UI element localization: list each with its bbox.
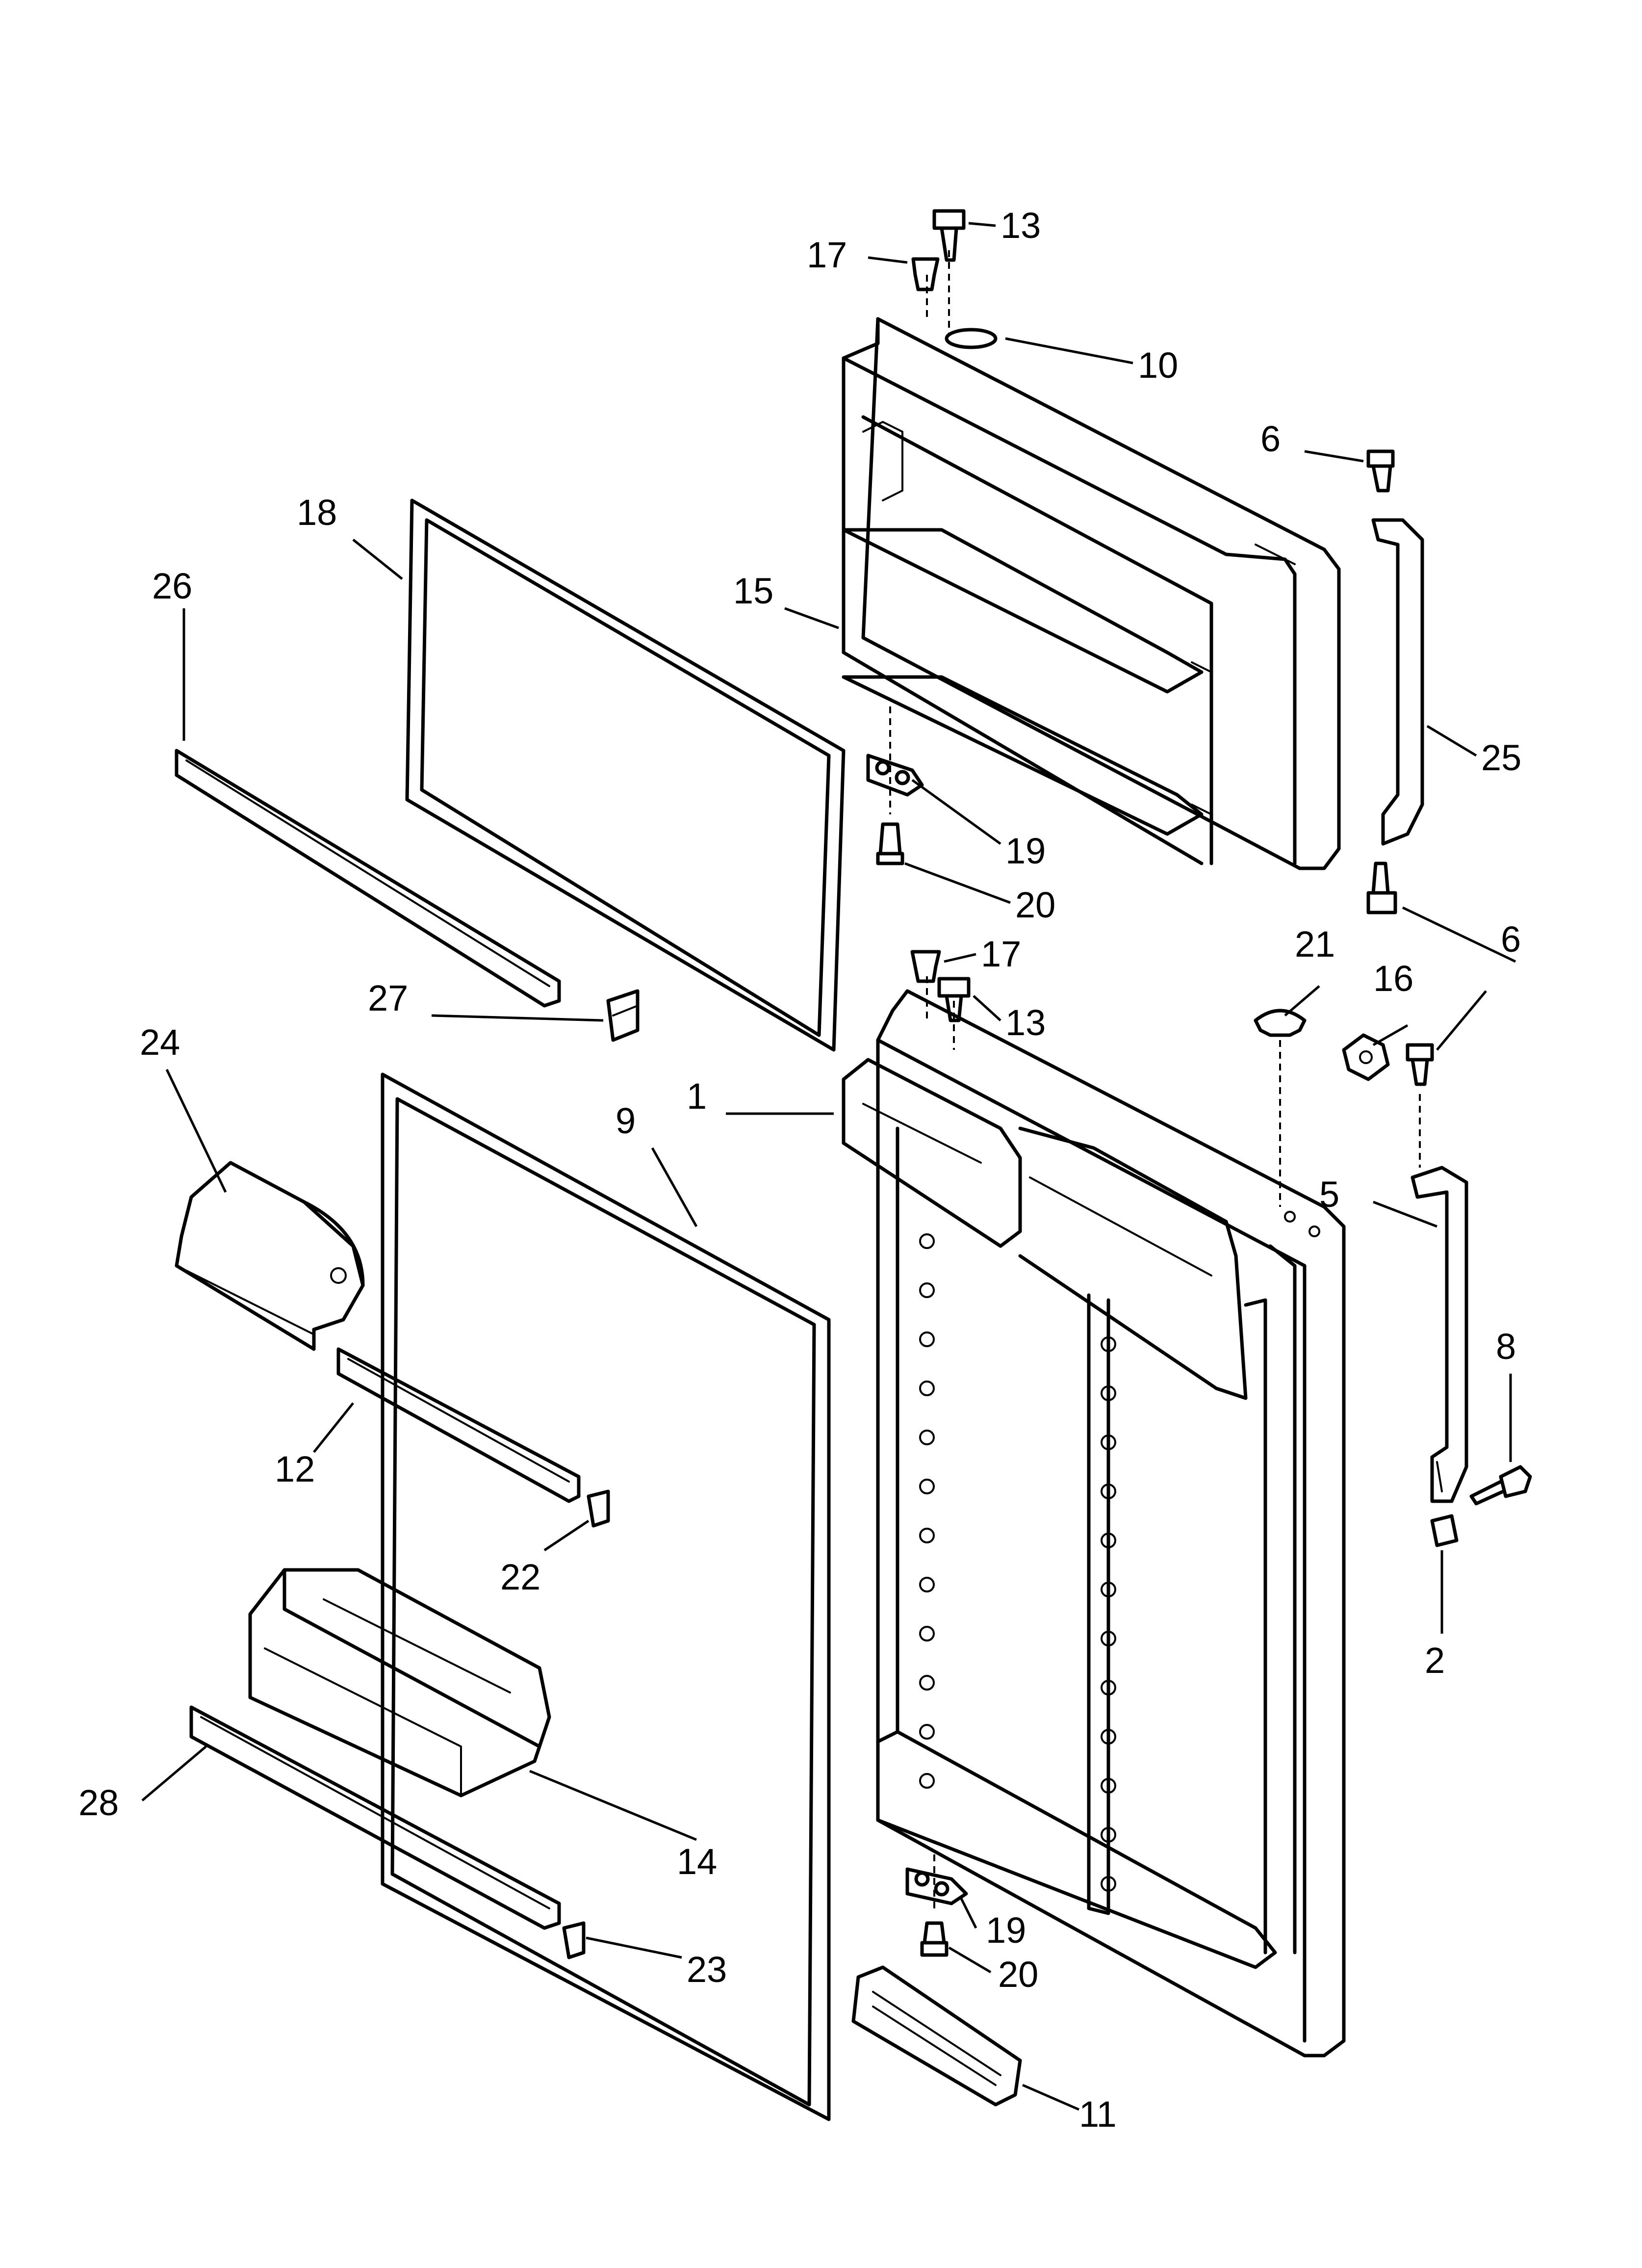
clip-part-27 xyxy=(606,989,640,1042)
screw-part-6-lower xyxy=(1366,861,1397,914)
hinge-bar-part-25 xyxy=(1371,518,1424,846)
callout-1: 1 xyxy=(687,1076,707,1117)
fresh-food-door-part-1 xyxy=(842,989,1346,2058)
callout-15: 15 xyxy=(733,571,773,611)
callout-11: 11 xyxy=(1079,2094,1117,2135)
screw-part-6-mid xyxy=(1406,1043,1434,1086)
callout-27: 27 xyxy=(368,978,408,1018)
shelf-peg-row-left xyxy=(919,1233,935,1789)
hinge-part-19-top xyxy=(866,754,924,797)
callout-17-top: 17 xyxy=(807,235,847,275)
nut-part-16 xyxy=(1342,1033,1390,1081)
shelf-peg-row-right xyxy=(1101,1336,1116,1892)
callout-14: 14 xyxy=(677,1841,717,1882)
callout-23: 23 xyxy=(687,1949,727,1990)
callout-25: 25 xyxy=(1481,737,1521,778)
callout-6-top: 6 xyxy=(1260,418,1281,459)
screw-part-13-top xyxy=(932,209,966,262)
callout-9: 9 xyxy=(616,1100,636,1141)
callout-20-bottom: 20 xyxy=(998,1954,1038,1995)
trim-strip-part-28 xyxy=(189,1705,561,1930)
callout-2: 2 xyxy=(1425,1640,1445,1681)
clip-part-22 xyxy=(587,1489,610,1528)
screw-part-8 xyxy=(1469,1465,1532,1506)
clip-part-23 xyxy=(562,1921,586,1959)
callout-13-top: 13 xyxy=(1001,205,1041,246)
callout-17-mid: 17 xyxy=(981,934,1021,974)
fresh-food-gasket-part-9 xyxy=(381,1072,831,2121)
plug-part-21 xyxy=(1254,1009,1307,1037)
screw-part-13-mid xyxy=(937,977,971,1022)
callout-28: 28 xyxy=(78,1782,119,1823)
callout-26: 26 xyxy=(152,566,192,606)
callout-21: 21 xyxy=(1295,924,1335,965)
hinge-bar-part-5 xyxy=(1411,1166,1468,1503)
screw-part-6-top xyxy=(1366,449,1395,493)
pin-part-17-mid xyxy=(910,950,941,983)
screw-part-20-bottom xyxy=(920,1921,949,1957)
callout-18: 18 xyxy=(297,492,337,533)
callout-10: 10 xyxy=(1138,345,1178,386)
callout-6-lower: 6 xyxy=(1501,919,1521,960)
callout-16: 16 xyxy=(1373,958,1413,999)
plug-part-10 xyxy=(945,328,998,349)
dairy-bin-part-24 xyxy=(175,1161,365,1351)
freezer-gasket-part-18 xyxy=(405,498,846,1052)
callout-19-top: 19 xyxy=(1005,831,1046,871)
trim-strip-part-12 xyxy=(336,1347,581,1503)
cap-part-2 xyxy=(1430,1514,1459,1547)
callout-13-mid: 13 xyxy=(1005,1002,1046,1043)
callout-20-top: 20 xyxy=(1015,885,1055,925)
callout-5: 5 xyxy=(1319,1174,1339,1215)
callout-22: 22 xyxy=(500,1557,540,1597)
callouts: 13 17 10 6 18 26 15 25 19 20 6 21 17 16 … xyxy=(78,205,1521,2135)
hinge-part-19-bottom xyxy=(905,1867,968,1905)
trim-strip-part-26 xyxy=(175,749,561,1008)
door-bin-part-14 xyxy=(248,1568,551,1798)
callout-24: 24 xyxy=(140,1022,180,1063)
callout-12: 12 xyxy=(275,1449,315,1489)
freezer-door-part-15 xyxy=(842,317,1341,870)
leader-lines xyxy=(141,222,1516,2111)
cover-part-11 xyxy=(851,1965,1022,2107)
callout-8: 8 xyxy=(1496,1326,1516,1367)
callout-19-bottom: 19 xyxy=(986,1910,1026,1951)
screw-part-20-top xyxy=(876,822,904,865)
pin-part-17-top xyxy=(911,257,940,291)
